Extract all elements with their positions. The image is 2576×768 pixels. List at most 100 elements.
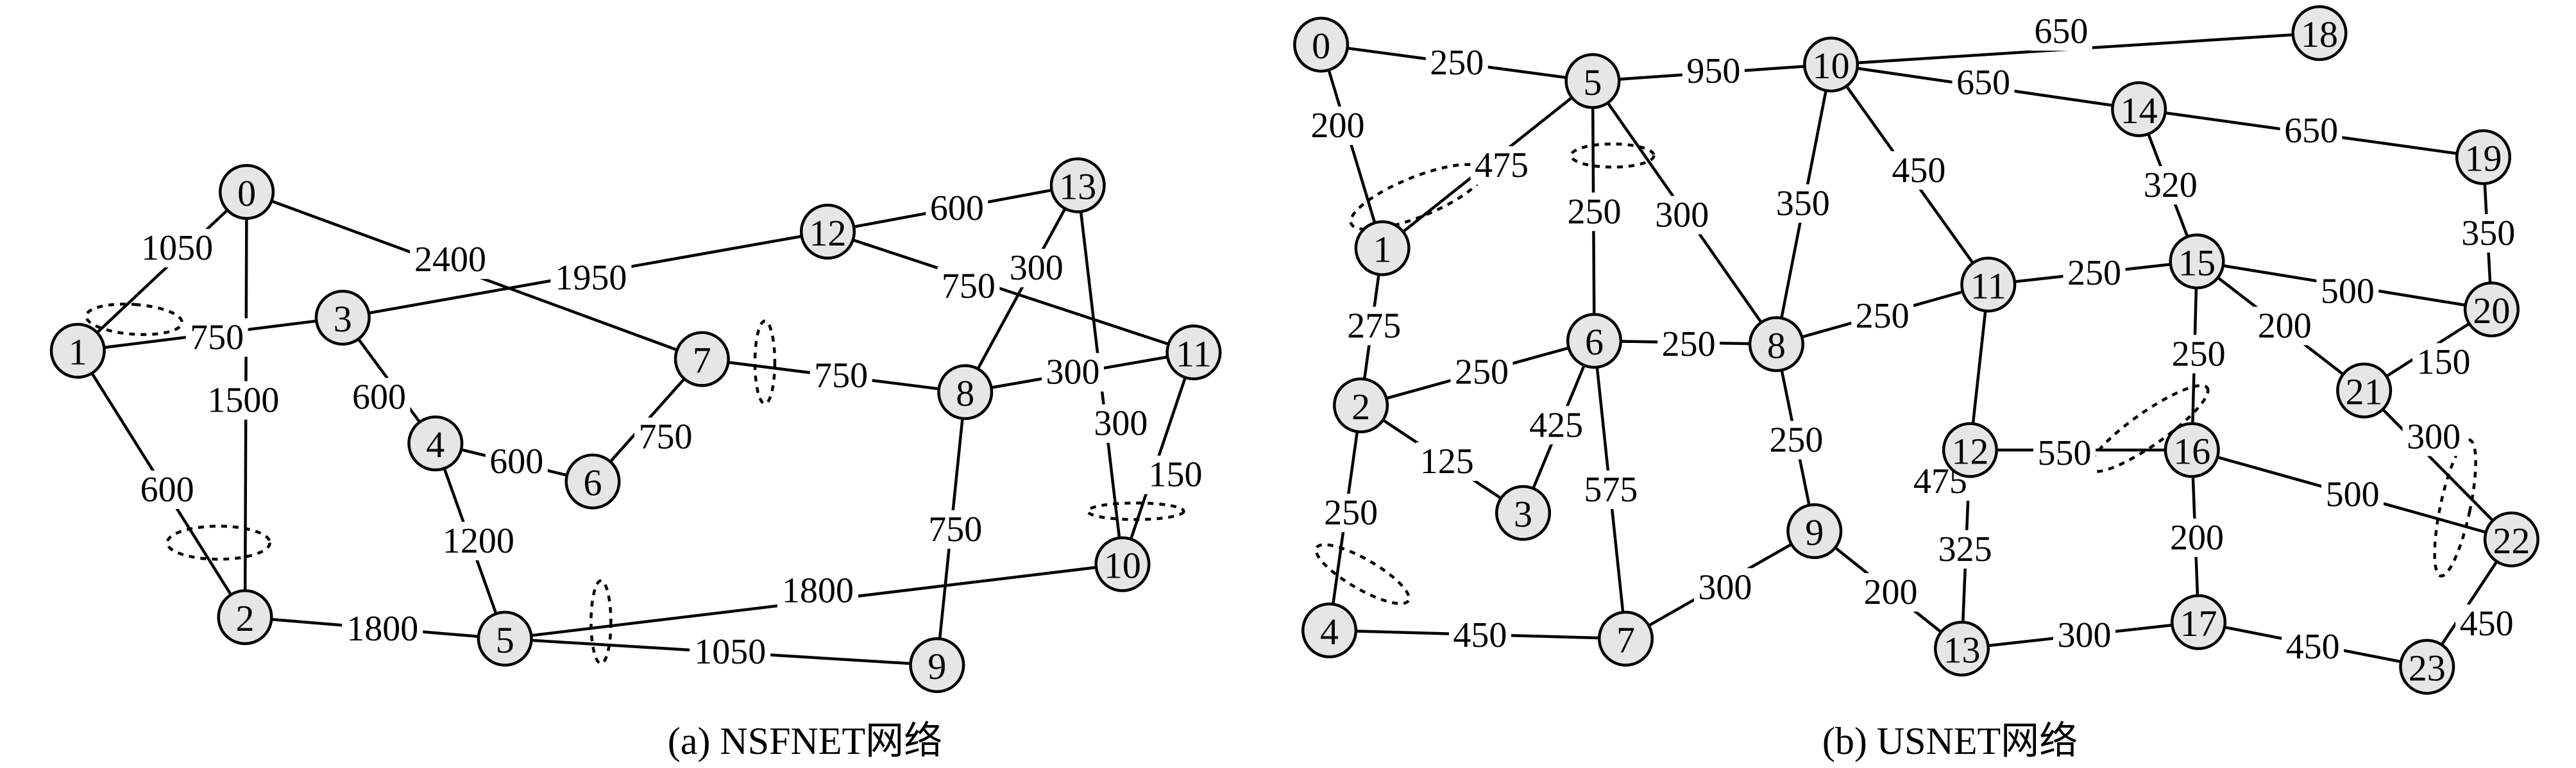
usnet-node-14: 14 <box>2111 81 2167 137</box>
usnet-node-circle <box>1748 316 1804 372</box>
nsfnet-link-weight-label: 1800 <box>782 571 854 610</box>
nsfnet-node-7: 7 <box>674 331 730 387</box>
usnet-node-15: 15 <box>2169 233 2225 290</box>
nsfnet-node-circle <box>407 415 464 472</box>
usnet-node-label: 11 <box>1970 265 2006 306</box>
nsfnet-link-label-bg <box>550 258 632 297</box>
usnet-node-circle <box>2399 639 2455 695</box>
nsfnet-node-circle <box>477 610 533 667</box>
usnet-link-label-bg <box>1952 63 2015 103</box>
nsfnet-node-4: 4 <box>407 415 464 472</box>
usnet-node-circle <box>1597 610 1654 667</box>
usnet-link-label-bg <box>1425 44 1488 83</box>
nsfnet-link-label-bg <box>809 356 872 395</box>
usnet-link-weight-label: 450 <box>1892 151 1945 190</box>
nsfnet-node-circle <box>909 637 965 694</box>
nsfnet-link-weight-label: 1800 <box>346 609 418 649</box>
usnet-node-label: 12 <box>1951 431 1988 472</box>
nsfnet-node-label: 6 <box>583 462 602 504</box>
usnet-node-label: 20 <box>2473 290 2510 331</box>
usnet-link-label-bg <box>2063 253 2126 292</box>
usnet-link-weight-label: 200 <box>1864 572 1918 612</box>
usnet-link-label-bg <box>2316 272 2379 311</box>
usnet-link-label-bg <box>2455 605 2518 644</box>
usnet-link-label-bg <box>1860 572 1922 612</box>
nsfnet-node-label: 11 <box>1176 333 1212 374</box>
usnet-link-weight-label: 650 <box>2284 111 2338 151</box>
nsfnet-node-10: 10 <box>1094 536 1151 592</box>
usnet-failure-ellipse <box>2433 438 2477 578</box>
usnet-link-label-bg <box>1772 184 1835 223</box>
nsfnet-node-3: 3 <box>314 290 371 346</box>
usnet-link-weight-label: 575 <box>1584 470 1638 510</box>
usnet-link-label-bg <box>1851 296 1914 335</box>
nsfnet-link-8-13 <box>963 184 1080 393</box>
usnet-node-circle <box>1803 37 1860 93</box>
usnet-node-label: 4 <box>1320 611 1339 653</box>
nsfnet-node-circle <box>1165 324 1222 381</box>
usnet-node-circle <box>1564 53 1621 110</box>
usnet-node-circle <box>1933 621 1990 677</box>
usnet-node-circle <box>2169 233 2225 290</box>
usnet-link-weight-label: 250 <box>1769 421 1823 460</box>
nsfnet-link-label-bg <box>634 417 697 456</box>
usnet-node-17: 17 <box>2171 594 2227 651</box>
nsfnet-failure-ellipse <box>85 303 183 337</box>
nsfnet-node-circle <box>49 322 106 379</box>
usnet-node-circle <box>1354 220 1411 276</box>
nsfnet-node-circle <box>799 203 856 260</box>
usnet-node-label: 1 <box>1373 229 1392 271</box>
nsfnet-node-5: 5 <box>477 610 533 667</box>
nsfnet-link-weight-label: 300 <box>1046 353 1099 392</box>
nsfnet-failure-ellipse <box>753 319 777 406</box>
nsfnet-node-circle <box>564 453 621 510</box>
usnet-node-label: 15 <box>2178 242 2216 283</box>
usnet-link-label-bg <box>1319 494 1382 533</box>
usnet-link-label-bg <box>2282 628 2344 667</box>
nsfnet-link-weight-label: 600 <box>489 442 543 481</box>
usnet-link-label-bg <box>1416 442 1479 481</box>
usnet-failure-ellipse <box>1570 142 1656 169</box>
usnet-link-label-bg <box>2457 213 2520 253</box>
nsfnet-node-13: 13 <box>1049 157 1106 213</box>
nsfnet-link-weight-label: 750 <box>928 510 982 549</box>
nsfnet-link-weight-label: 300 <box>1094 404 1148 444</box>
usnet-node-circle <box>1786 503 1843 560</box>
usnet-node-label: 7 <box>1616 619 1635 661</box>
usnet-link-label-bg <box>1450 353 1513 392</box>
usnet-link-weight-label: 300 <box>1655 196 1709 235</box>
nsfnet-failure-ellipse <box>165 524 271 561</box>
usnet-link-label-bg <box>1682 51 1745 90</box>
usnet-node-7: 7 <box>1597 610 1654 667</box>
usnet-link-label-bg <box>1448 616 1511 655</box>
usnet-link-label-bg <box>2139 166 2202 205</box>
usnet-link-weight-label: 250 <box>1430 43 1484 83</box>
usnet-failure-ellipse <box>1314 543 1411 605</box>
nsfnet-node-1: 1 <box>49 322 106 379</box>
nsfnet-link-label-bg <box>1041 353 1104 392</box>
usnet-node-5: 5 <box>1564 53 1621 110</box>
usnet-link-label-bg <box>1934 530 1997 569</box>
usnet-link-weight-label: 550 <box>2038 433 2092 473</box>
usnet-node-2: 2 <box>1333 377 1389 433</box>
nsfnet-node-9: 9 <box>909 637 965 694</box>
nsfnet-node-11: 11 <box>1165 324 1222 381</box>
usnet-link-label-bg <box>2402 417 2465 456</box>
usnet-link-label-bg <box>1765 421 1827 460</box>
usnet-node-3: 3 <box>1495 485 1552 541</box>
usnet-node-label: 19 <box>2465 138 2502 179</box>
usnet-node-circle <box>2483 511 2539 567</box>
nsfnet-link-0-1 <box>76 190 248 352</box>
nsfnet-node-circle <box>937 364 994 421</box>
nsfnet-link-weight-label: 600 <box>352 377 406 417</box>
nsfnet-node-label: 2 <box>235 597 254 639</box>
usnet-node-label: 18 <box>2301 13 2338 55</box>
nsfnet-link-label-bg <box>1005 249 1068 288</box>
usnet-node-label: 3 <box>1514 494 1532 535</box>
usnet-node-label: 10 <box>1813 45 1850 87</box>
usnet-node-18: 18 <box>2291 5 2348 62</box>
usnet-node-label: 13 <box>1943 629 1980 671</box>
usnet-node-label: 17 <box>2180 603 2217 644</box>
